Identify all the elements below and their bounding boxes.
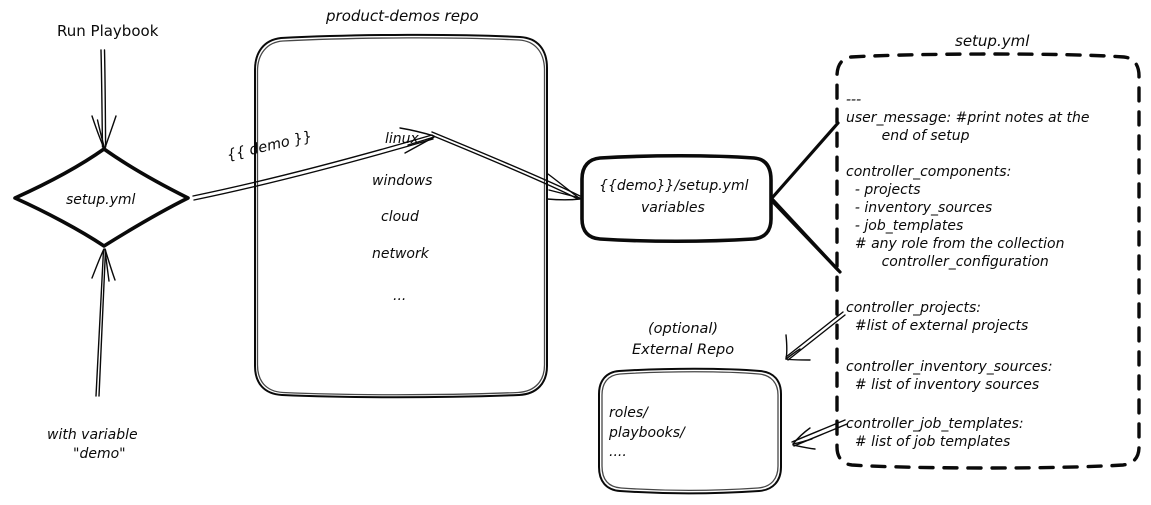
variables-box-line2: variables <box>641 200 705 216</box>
setup-yml-line-15: # list of inventory sources <box>846 377 1039 393</box>
repo-item-network: network <box>372 246 430 262</box>
label-with-variable-line2: "demo" <box>73 446 126 462</box>
external-repo-item-ellipsis: .... <box>609 444 627 460</box>
repo-item-linux: linux <box>385 131 420 147</box>
external-repo-title-line2: External Repo <box>632 342 734 358</box>
setup-yml-line-12: #list of external projects <box>846 318 1028 334</box>
repo-item-ellipsis: ... <box>393 288 406 304</box>
arrow-linux-to-variables <box>430 131 581 201</box>
external-repo-item-playbooks: playbooks/ <box>608 425 686 441</box>
setup-yml-line-18: # list of job templates <box>846 434 1010 450</box>
decision-setup-yml-shape <box>13 147 190 248</box>
arrow-run-playbook <box>91 49 117 149</box>
label-with-variable-line1: with variable <box>47 427 138 443</box>
connector-setup-to-variables <box>770 121 842 274</box>
setup-yml-line-0: --- <box>846 92 861 108</box>
external-repo-item-roles: roles/ <box>609 405 649 421</box>
arrow-job-templates-to-external-repo <box>791 419 848 450</box>
repo-box-shape <box>254 33 548 399</box>
edge-label-demo-variable: {{ demo }} <box>225 129 314 164</box>
setup-yml-line-2: end of setup <box>846 128 970 144</box>
variables-box-shape <box>580 153 773 244</box>
external-repo-box-shape <box>598 367 782 495</box>
setup-yml-line-11: controller_projects: <box>846 300 981 316</box>
repo-box-title: product-demos repo <box>325 7 479 25</box>
label-run-playbook: Run Playbook <box>57 22 159 40</box>
setup-yml-line-9: controller_configuration <box>846 254 1049 270</box>
setup-yml-line-1: user_message: #print notes at the <box>846 110 1089 126</box>
setup-yml-line-14: controller_inventory_sources: <box>846 359 1053 375</box>
setup-yml-line-8: # any role from the collection <box>846 236 1064 252</box>
setup-yml-line-7: - job_templates <box>846 218 963 234</box>
arrow-projects-to-external-repo <box>785 311 846 361</box>
external-repo-title-line1: (optional) <box>648 321 718 337</box>
repo-item-cloud: cloud <box>381 209 419 225</box>
decision-setup-yml-label: setup.yml <box>66 192 136 208</box>
setup-yml-body: --- user_message: #print notes at the en… <box>846 92 1089 450</box>
setup-yml-dashed-box-shape <box>835 52 1141 470</box>
arrow-demo-to-linux <box>192 127 435 201</box>
arrow-with-variable <box>91 248 116 397</box>
setup-yml-line-5: - projects <box>846 182 921 198</box>
setup-yml-line-4: controller_components: <box>846 164 1011 180</box>
repo-item-windows: windows <box>372 173 432 189</box>
setup-yml-line-6: - inventory_sources <box>846 200 992 216</box>
setup-yml-box-title: setup.yml <box>955 32 1030 50</box>
setup-yml-line-17: controller_job_templates: <box>846 416 1024 432</box>
variables-box-line1: {{demo}}/setup.yml <box>599 178 749 194</box>
